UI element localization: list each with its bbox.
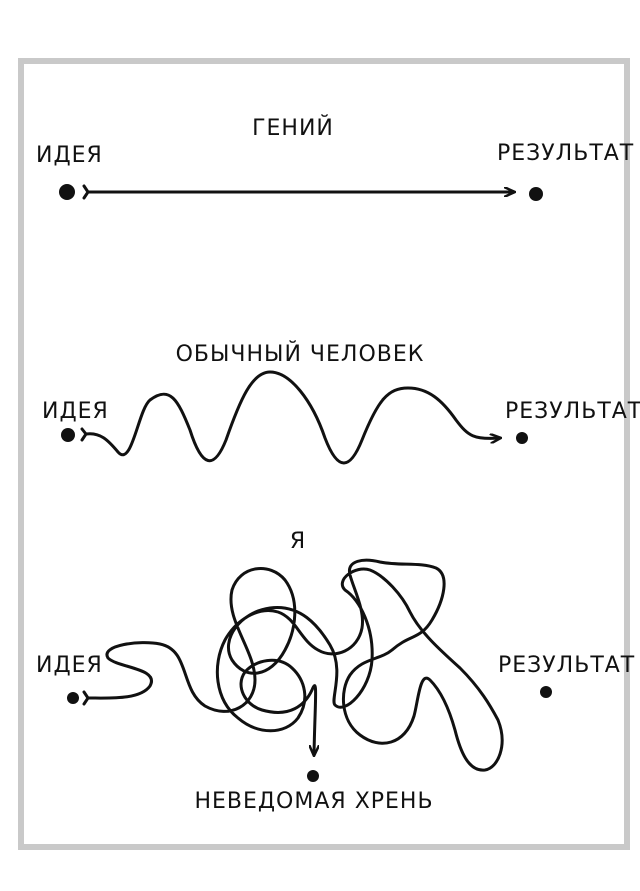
me-outcome-dot <box>307 770 319 782</box>
me-end-label: РЕЗУЛЬТАТ <box>498 653 635 678</box>
genius-start-label: ИДЕЯ <box>36 143 103 168</box>
me-outcome-label: НЕВЕДОМАЯ ХРЕНЬ <box>194 789 433 814</box>
ordinary-result-dot <box>516 432 528 444</box>
me-idea-dot <box>67 692 79 704</box>
genius-row: ГЕНИЙ ИДЕЯ РЕЗУЛЬТАТ <box>36 115 634 201</box>
me-row: Я ИДЕЯ РЕЗУЛЬТАТ НЕВЕДОМАЯ ХРЕНЬ <box>36 529 635 814</box>
me-result-dot <box>540 686 552 698</box>
ordinary-end-label: РЕЗУЛЬТАТ <box>505 399 640 424</box>
ordinary-idea-dot <box>61 428 75 442</box>
genius-result-dot <box>529 187 543 201</box>
ordinary-title: ОБЫЧНЫЙ ЧЕЛОВЕК <box>176 341 425 367</box>
genius-title: ГЕНИЙ <box>252 115 334 141</box>
genius-idea-dot <box>59 184 75 200</box>
ordinary-start-label: ИДЕЯ <box>42 399 109 424</box>
genius-end-label: РЕЗУЛЬТАТ <box>497 141 634 166</box>
me-start-label: ИДЕЯ <box>36 653 103 678</box>
ordinary-wavy-path <box>84 370 500 465</box>
me-tangled-path <box>86 558 504 772</box>
ordinary-row: ОБЫЧНЫЙ ЧЕЛОВЕК ИДЕЯ РЕЗУЛЬТАТ <box>42 341 640 465</box>
me-title: Я <box>290 529 306 554</box>
